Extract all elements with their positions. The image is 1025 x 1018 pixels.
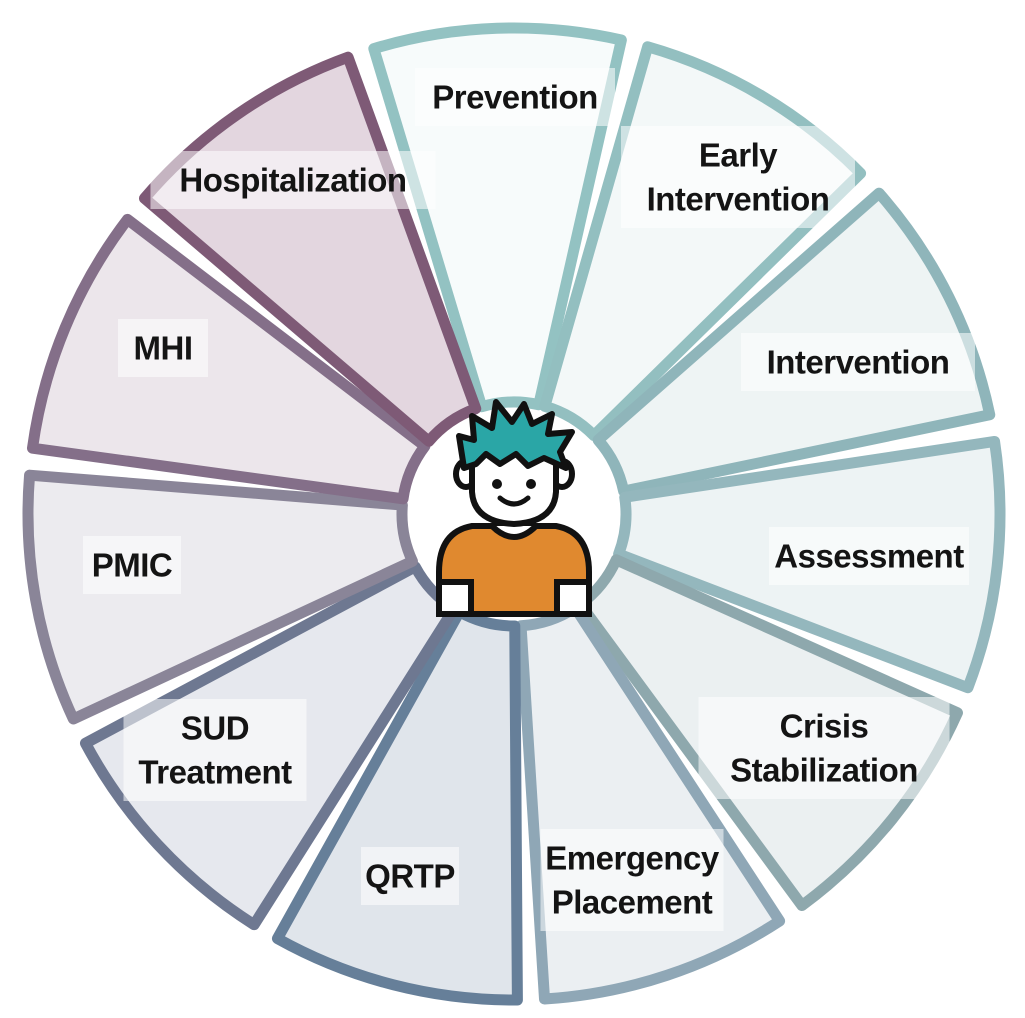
label-pmic: PMIC	[92, 547, 173, 584]
segment-intervention: Intervention	[592, 187, 996, 497]
label-mhi: MHI	[134, 330, 193, 367]
left-eye	[492, 479, 502, 489]
right-eye	[526, 479, 536, 489]
label-box-intervention	[741, 333, 975, 391]
label-hospitalization: Hospitalization	[179, 162, 406, 199]
wheel-segments: PreventionEarlyInterventionInterventionA…	[22, 22, 1006, 1006]
label-box-early-intervention	[621, 126, 855, 228]
segment-pmic: PMIC	[22, 469, 418, 725]
segment-prevention: Prevention	[368, 22, 627, 413]
segment-mhi: MHI	[26, 213, 431, 505]
segment-assessment: Assessment	[613, 435, 1006, 694]
label-box-mhi	[118, 319, 208, 377]
left-hand	[436, 579, 474, 617]
segment-hospitalization: Hospitalization	[138, 51, 482, 447]
label-qrtp: QRTP	[365, 858, 455, 895]
hair	[456, 399, 575, 471]
label-early-intervention-line-2: Intervention	[647, 181, 830, 218]
label-sud-treatment-line-2: Treatment	[138, 754, 292, 791]
label-emergency-placement-line-1: Emergency	[545, 840, 720, 877]
smile	[497, 495, 531, 507]
label-box-qrtp	[361, 847, 459, 905]
label-box-pmic	[83, 536, 181, 594]
label-intervention: Intervention	[767, 344, 950, 381]
label-sud-treatment-line-1: SUD	[181, 710, 249, 747]
shirt	[436, 523, 592, 617]
person-icon	[436, 399, 592, 617]
segment-shape-mhi	[26, 213, 431, 505]
label-box-prevention	[415, 68, 615, 126]
right-hand	[554, 579, 592, 617]
label-box-crisis-stabilization	[698, 697, 950, 799]
label-early-intervention-line-1: Early	[699, 137, 778, 174]
collar	[489, 523, 539, 540]
label-prevention: Prevention	[432, 79, 598, 116]
label-box-emergency-placement	[540, 829, 724, 931]
label-box-hospitalization	[150, 151, 436, 209]
label-box-assessment	[769, 527, 969, 585]
label-box-sud-treatment	[123, 699, 307, 801]
segment-qrtp: QRTP	[271, 606, 523, 1006]
label-assessment: Assessment	[774, 538, 964, 575]
label-crisis-stabilization-line-1: Crisis	[780, 708, 869, 745]
label-emergency-placement-line-2: Placement	[552, 884, 713, 921]
label-crisis-stabilization-line-2: Stabilization	[730, 752, 918, 789]
